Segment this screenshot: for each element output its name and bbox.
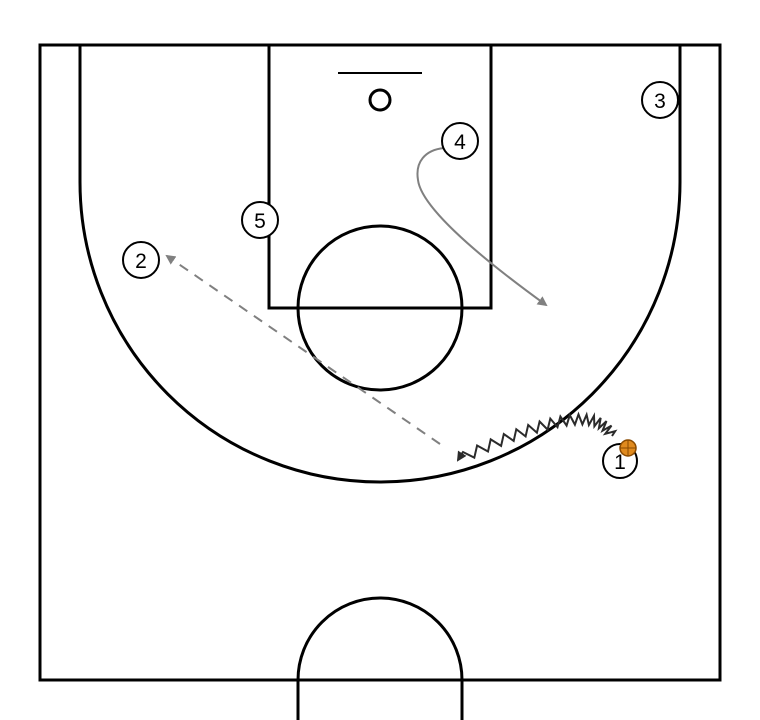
basket-rim [368,88,392,112]
player-3: 3 [641,81,679,119]
player-4: 4 [441,122,479,160]
player-2-label: 2 [135,250,147,273]
ball [619,439,637,457]
actions [165,147,618,462]
pass-line [165,254,441,445]
three-point-line [78,45,682,484]
player-5-label: 5 [254,210,266,233]
player-5-marker [241,201,279,239]
players: 1 2 3 4 5 [122,81,679,479]
cut-line-player-4 [416,147,548,307]
player-1-label: 1 [614,451,626,474]
player-4-label: 4 [454,131,466,154]
player-3-marker [641,81,679,119]
dribble-line-player-1 [456,411,618,462]
player-4-marker [441,122,479,160]
court-lines [38,43,722,720]
player-5: 5 [241,201,279,239]
center-circle [296,596,464,720]
paint-lane [267,43,493,310]
player-3-label: 3 [654,90,666,113]
player-2-marker [122,241,160,279]
player-2: 2 [122,241,160,279]
free-throw-circle [296,224,464,392]
